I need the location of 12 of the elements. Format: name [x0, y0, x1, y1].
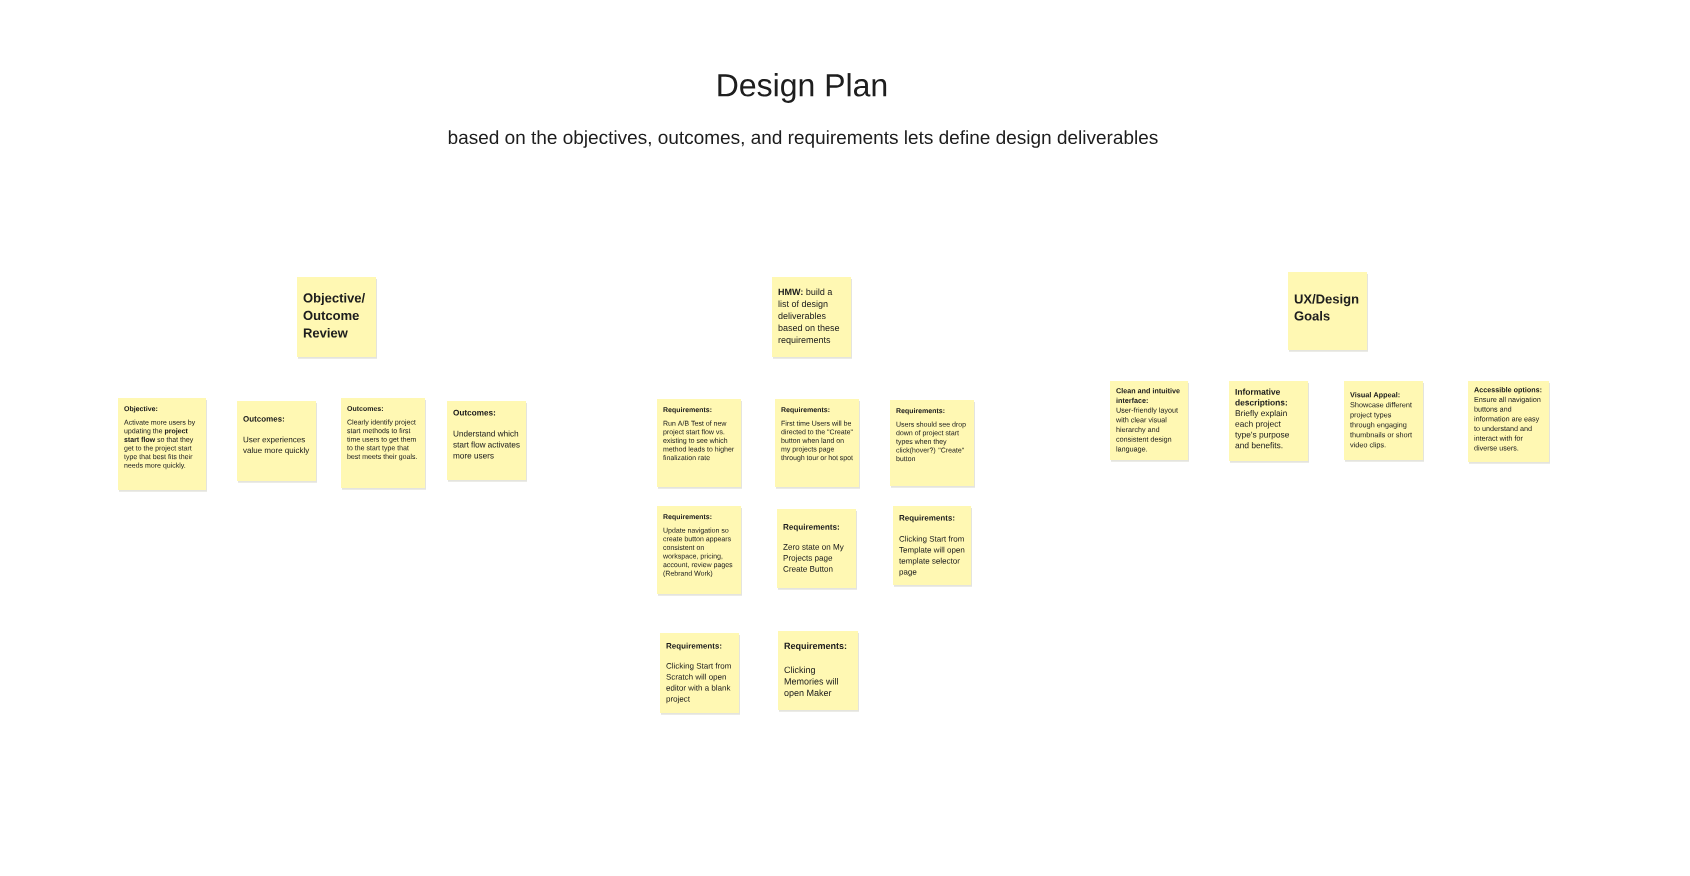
sticky-note: Outcomes: Understand which start flow activates more users: [447, 401, 527, 482]
sticky-note: Requirements: Clicking Memories will open Maker: [778, 631, 859, 712]
sticky-note: Requirements: Zero state on My Projects page Create Button: [777, 509, 857, 590]
sticky-note: Informative descriptions: Briefly explain each project type's purpose and benefits.: [1229, 381, 1309, 463]
sticky-note: Objective/ Outcome Review: [297, 277, 377, 359]
sticky-note: Requirements: Clicking Start from Template will open template selector page: [893, 506, 972, 587]
sticky-note: HMW: build a list of design deliverables based on these requirements: [772, 277, 852, 359]
sticky-note: UX/Design Goals: [1288, 272, 1368, 352]
sticky-note: Outcomes: User experiences value more quickly: [237, 401, 317, 483]
sticky-note: Requirements: Clicking Start from Scratch will open editor with a blank project: [660, 633, 740, 715]
subtitle: based on the objectives, outcomes, and requirements lets define design deliverables: [448, 130, 1158, 148]
title: Design Plan: [718, 73, 887, 103]
